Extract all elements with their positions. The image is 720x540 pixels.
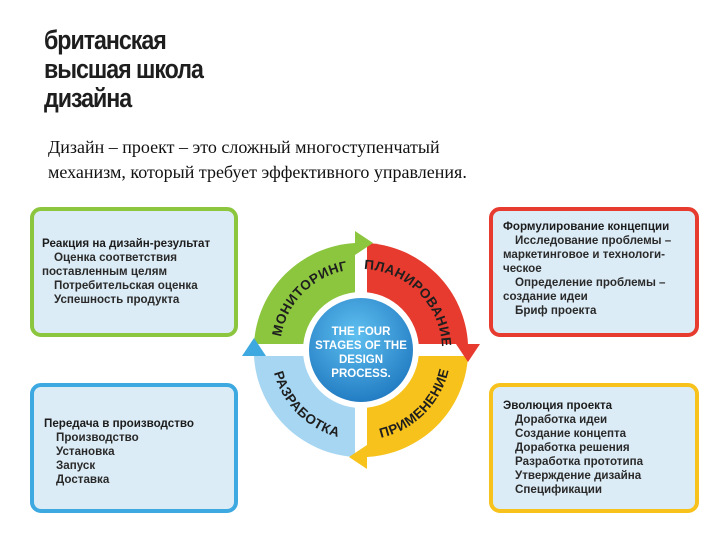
center-text-line-1: THE FOUR — [332, 326, 391, 338]
box-item: Создание концепта — [515, 427, 627, 440]
intro-line-2: механизм, который требует эффективного у… — [48, 162, 467, 182]
box-item: Доработка идеи — [515, 413, 608, 426]
box-item: ческое — [503, 262, 542, 275]
center-text-line-2: STAGES OF THE — [315, 340, 407, 352]
box-item: Установка — [56, 445, 115, 458]
center-text-line-4: PROCESS. — [331, 368, 390, 380]
box-item: Доработка решения — [515, 441, 630, 454]
box-item: Исследование проблемы – — [515, 234, 672, 247]
box-item: Производство — [56, 431, 139, 444]
box-item: создание идеи — [503, 290, 588, 303]
box-title: Эволюция проекта — [503, 399, 613, 412]
center-circle — [309, 298, 413, 402]
box-title: Реакция на дизайн-результат — [42, 237, 211, 250]
arrow-right-icon — [355, 231, 373, 255]
box-item: Спецификации — [515, 483, 602, 496]
box-item: Успешность продукта — [54, 293, 180, 306]
arrow-up-icon — [242, 338, 266, 356]
box-item: Запуск — [56, 459, 96, 472]
box-production: Передача в производство Производство Уст… — [30, 383, 238, 513]
arrow-down-icon — [456, 344, 480, 362]
box-evolution: Эволюция проекта Доработка идеи Создание… — [489, 383, 699, 513]
center-text-line-3: DESIGN — [339, 354, 383, 366]
logo-line-2: высшая школа — [44, 54, 204, 84]
intro-line-1: Дизайн – проект – это сложный многоступе… — [48, 137, 440, 157]
logo: британская высшая школа дизайна — [44, 26, 244, 113]
intro-text: Дизайн – проект – это сложный многоступе… — [48, 135, 688, 185]
box-item: Оценка соответствия — [54, 251, 178, 264]
box-title: Формулирование концепции — [503, 220, 670, 233]
box-item: Определение проблемы – — [515, 276, 666, 289]
box-title: Передача в производство — [44, 417, 194, 430]
logo-line-1: британская — [44, 25, 167, 55]
box-feedback: Реакция на дизайн-результат Оценка соотв… — [30, 207, 238, 337]
logo-line-3: дизайна — [44, 83, 132, 113]
four-stages-diagram: THE FOUR STAGES OF THE DESIGN PROCESS. М… — [242, 231, 480, 469]
box-item: Разработка прототипа — [515, 455, 644, 468]
box-concept: Формулирование концепции Исследование пр… — [489, 207, 699, 337]
box-item: Бриф проекта — [515, 304, 597, 317]
box-item: Утверждение дизайна — [515, 469, 642, 482]
box-item: поставленным целям — [42, 265, 168, 278]
box-item: маркетинговое и технологи- — [503, 248, 666, 261]
box-item: Доставка — [56, 473, 110, 486]
box-item: Потребительская оценка — [54, 279, 198, 292]
arrow-left-icon — [349, 445, 367, 469]
